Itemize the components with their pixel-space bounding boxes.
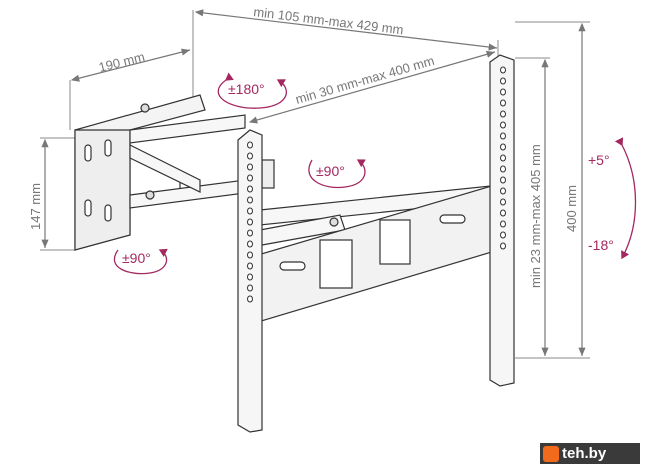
rail-hole	[247, 295, 253, 303]
rail-hole	[500, 198, 506, 206]
rail-hole	[500, 220, 506, 228]
rail-hole	[500, 110, 506, 118]
rail-hole	[500, 187, 506, 195]
swivel-arm-label: ±90°	[122, 250, 151, 266]
rail-holes	[247, 66, 506, 303]
watermark-text: teh.by	[562, 445, 607, 462]
rail-hole	[247, 196, 253, 204]
rail-hole	[247, 218, 253, 226]
rail-hole	[500, 88, 506, 96]
rail-hole	[500, 165, 506, 173]
rail-hole	[500, 242, 506, 250]
rail-hole	[500, 66, 506, 74]
rail-hole	[247, 174, 253, 182]
depth-label: 190 mm	[97, 49, 146, 75]
dimension-arrows	[41, 9, 586, 356]
rail-hole	[500, 143, 506, 151]
vesa-vertical-label: min 23 mm-max 405 mm	[528, 144, 543, 288]
rail-hole	[500, 231, 506, 239]
rail-height-label: 400 mm	[564, 185, 579, 232]
rail-hole	[247, 207, 253, 215]
rail-hole	[247, 273, 253, 281]
cross-bar	[257, 181, 506, 323]
rail-hole	[247, 152, 253, 160]
tilt-down-label: -18°	[588, 237, 614, 253]
vertical-rails	[237, 54, 515, 433]
rail-hole	[247, 240, 253, 248]
rail-hole	[247, 163, 253, 171]
rotation-arcs	[113, 72, 637, 275]
rail-hole	[500, 176, 506, 184]
rail-hole	[500, 77, 506, 85]
wall-plate	[74, 94, 206, 251]
logo-icon	[543, 445, 559, 462]
swivel-wall-label: ±180°	[228, 81, 265, 97]
extension-arm-label: min 30 mm-max 400 mm	[294, 53, 436, 107]
rail-hole	[247, 262, 253, 270]
rail-hole	[500, 121, 506, 129]
rail-hole	[247, 229, 253, 237]
rail-hole	[500, 209, 506, 217]
rail-hole	[500, 132, 506, 140]
rail-hole	[500, 99, 506, 107]
rail-hole	[247, 251, 253, 259]
watermark-logo: teh.by	[540, 443, 640, 464]
extension-lines	[40, 10, 590, 359]
plate-height-label: 147 mm	[28, 183, 43, 230]
rail-hole	[500, 154, 506, 162]
extension-total-label: min 105 mm-max 429 mm	[253, 4, 405, 37]
rail-hole	[247, 185, 253, 193]
rail-hole	[247, 284, 253, 292]
tilt-up-label: +5°	[588, 152, 610, 168]
swivel-joint-label: ±90°	[316, 163, 345, 179]
rail-hole	[247, 141, 253, 149]
